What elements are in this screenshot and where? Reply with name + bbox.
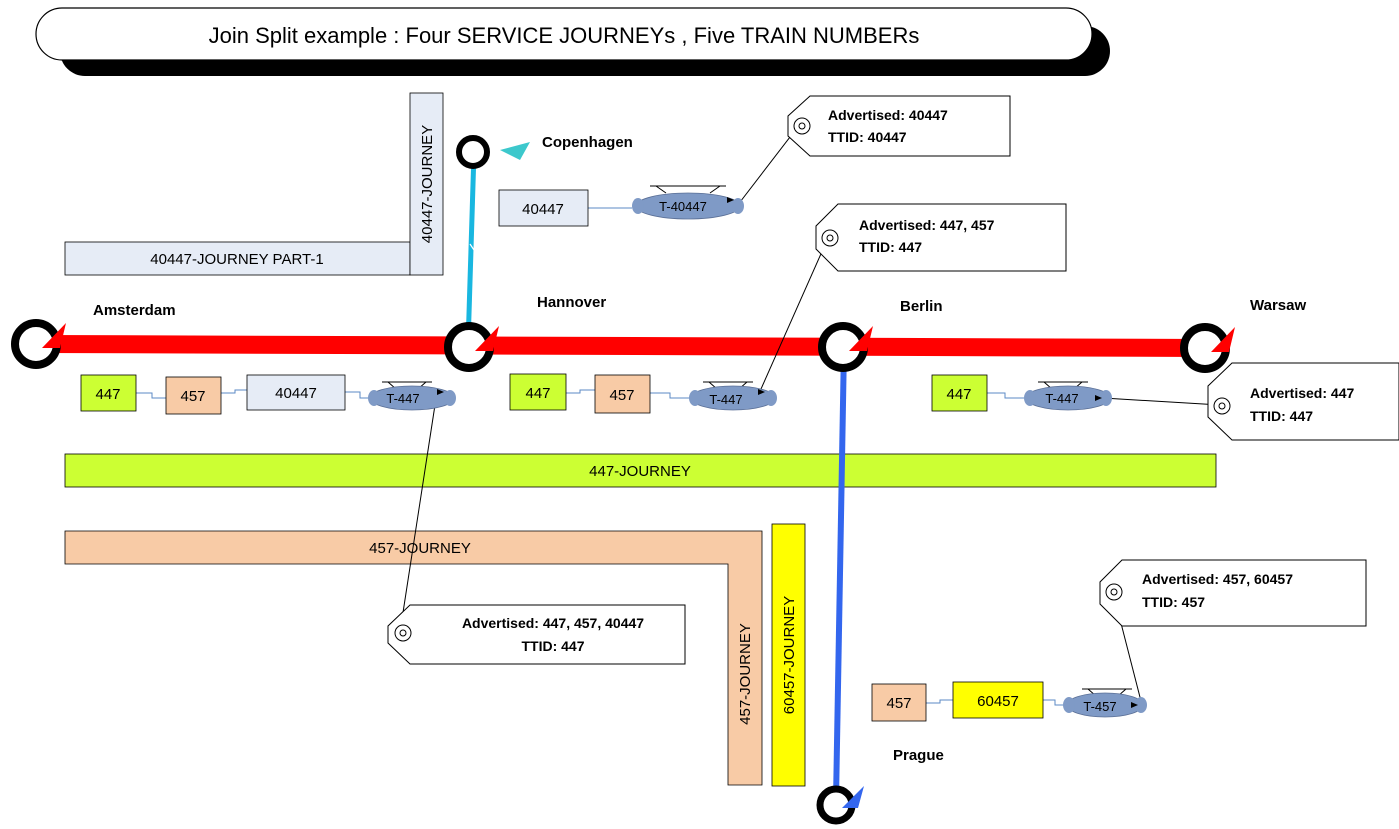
journey-40447-part1-label: 40447-JOURNEY PART-1 [150, 251, 323, 268]
journey-40447-vertical: 40447-JOURNEY [409, 92, 444, 276]
station-warsaw: Warsaw [1180, 297, 1306, 373]
journey-457-vertical-label: 457-JOURNEY [737, 623, 754, 725]
train-number-box-han-447: 447 [509, 373, 567, 411]
train-number-label: 40447 [275, 385, 317, 402]
station-label-amsterdam: Amsterdam [93, 302, 176, 319]
station-copenhagen: Copenhagen [456, 134, 633, 169]
diagram-title: Join Split example : Four SERVICE JOURNE… [209, 23, 920, 48]
station-marker-icon [1211, 327, 1235, 352]
station-label-warsaw: Warsaw [1250, 297, 1306, 314]
tag-advertised: Advertised: 40447 [828, 107, 948, 123]
title-banner-box [35, 7, 1093, 61]
train-number-box-ams-447: 447 [80, 374, 137, 412]
train-direction-icon [437, 389, 444, 395]
station-marker-icon [42, 323, 66, 348]
tag-ttid: TTID: 457 [1142, 594, 1205, 610]
station-marker-icon [842, 786, 864, 808]
title-banner: Join Split example : Four SERVICE JOURNE… [35, 7, 1110, 76]
tag-ttid: TTID: 447 [521, 638, 584, 654]
tag-ber: Advertised: 447 TTID: 447 [1207, 362, 1399, 441]
train-direction-icon [1131, 702, 1138, 708]
tag-ttid: TTID: 447 [859, 239, 922, 255]
train-number-label: 40447 [522, 201, 564, 218]
prague-branch-line [833, 346, 847, 801]
train-number-label: 457 [886, 695, 911, 712]
journey-447-label: 447-JOURNEY [589, 463, 691, 480]
station-hannover: Hannover [444, 294, 606, 372]
station-marker-icon [475, 326, 499, 351]
journey-40447-vertical-label: 40447-JOURNEY [419, 125, 436, 243]
train-number-label: 447 [946, 386, 971, 403]
train-label: T-457 [1083, 699, 1116, 714]
train-label: T-447 [386, 391, 419, 406]
tag-advertised: Advertised: 447, 457, 40447 [462, 615, 644, 631]
train-cph: T-40447 [632, 185, 744, 220]
tag-ttid: TTID: 40447 [828, 129, 907, 145]
train-direction-icon [758, 389, 765, 395]
tag-advertised: Advertised: 447, 457 [859, 217, 995, 233]
tag-cph: Advertised: 40447 TTID: 40447 [787, 95, 1011, 157]
station-label-hannover: Hannover [537, 294, 606, 311]
train-number-label: 60457 [977, 693, 1019, 710]
station-marker-icon [849, 326, 873, 351]
station-label-berlin: Berlin [900, 298, 943, 315]
tag-advertised: Advertised: 447 [1250, 385, 1354, 401]
journey-447-bar: 447-JOURNEY [64, 453, 1217, 488]
tag-hole-icon [821, 229, 839, 247]
station-prague: Prague [816, 747, 944, 825]
copenhagen-branch-line [465, 151, 477, 347]
train-number-label: 457 [609, 387, 634, 404]
station-label-copenhagen: Copenhagen [542, 134, 633, 151]
train-number-label: 457 [180, 388, 205, 405]
train-number-box-ber-447: 447 [931, 374, 988, 412]
tag-hole-icon [394, 624, 412, 642]
journey-60457-label: 60457-JOURNEY [781, 596, 798, 714]
train-pantograph-icon [650, 185, 726, 194]
railway-lines [39, 151, 1206, 801]
train-pra: T-457 [1063, 688, 1147, 718]
train-number-box-han-457: 457 [594, 374, 651, 414]
journey-457-bar: 457-JOURNEY 457-JOURNEY [64, 530, 763, 786]
tag-hole-icon [793, 117, 811, 135]
train-number-box-ams-457: 457 [165, 376, 222, 415]
train-number-box-pra-457: 457 [871, 683, 927, 722]
train-han: T-447 [689, 381, 777, 411]
tag-ams: Advertised: 447, 457, 40447 TTID: 447 [387, 604, 686, 665]
tag-hole-icon [1105, 583, 1123, 601]
train-label: T-40447 [659, 199, 707, 214]
connectors [136, 207, 1067, 706]
main-line [39, 335, 1206, 357]
train-ams: T-447 [368, 381, 456, 411]
train-number-box-pra-60457: 60457 [952, 681, 1044, 719]
tag-advertised: Advertised: 457, 60457 [1142, 571, 1293, 587]
station-berlin: Berlin [818, 298, 943, 372]
train-number-label: 447 [95, 386, 120, 403]
tag-hole-icon [1213, 397, 1231, 415]
tag-ttid: TTID: 447 [1250, 408, 1313, 424]
train-direction-icon [1095, 395, 1102, 401]
train-label: T-447 [1045, 391, 1078, 406]
tag-han: Advertised: 447, 457 TTID: 447 [815, 203, 1067, 272]
journey-60457-bar: 60457-JOURNEY [771, 523, 806, 787]
station-amsterdam: Amsterdam [11, 302, 176, 369]
train-number-label: 447 [525, 385, 550, 402]
train-ber: T-447 [1024, 381, 1112, 411]
journey-457-horizontal-label: 457-JOURNEY [369, 540, 471, 557]
direction-arrow-icon [469, 243, 479, 252]
train-number-box-ams-40447: 40447 [246, 374, 346, 411]
station-label-prague: Prague [893, 747, 944, 764]
train-label: T-447 [709, 392, 742, 407]
journey-40447-part1: 40447-JOURNEY PART-1 [64, 241, 411, 276]
station-marker-icon [500, 142, 530, 160]
tag-pra: Advertised: 457, 60457 TTID: 457 [1099, 559, 1367, 627]
train-direction-icon [727, 197, 734, 203]
train-number-box-cph-40447: 40447 [498, 189, 589, 227]
